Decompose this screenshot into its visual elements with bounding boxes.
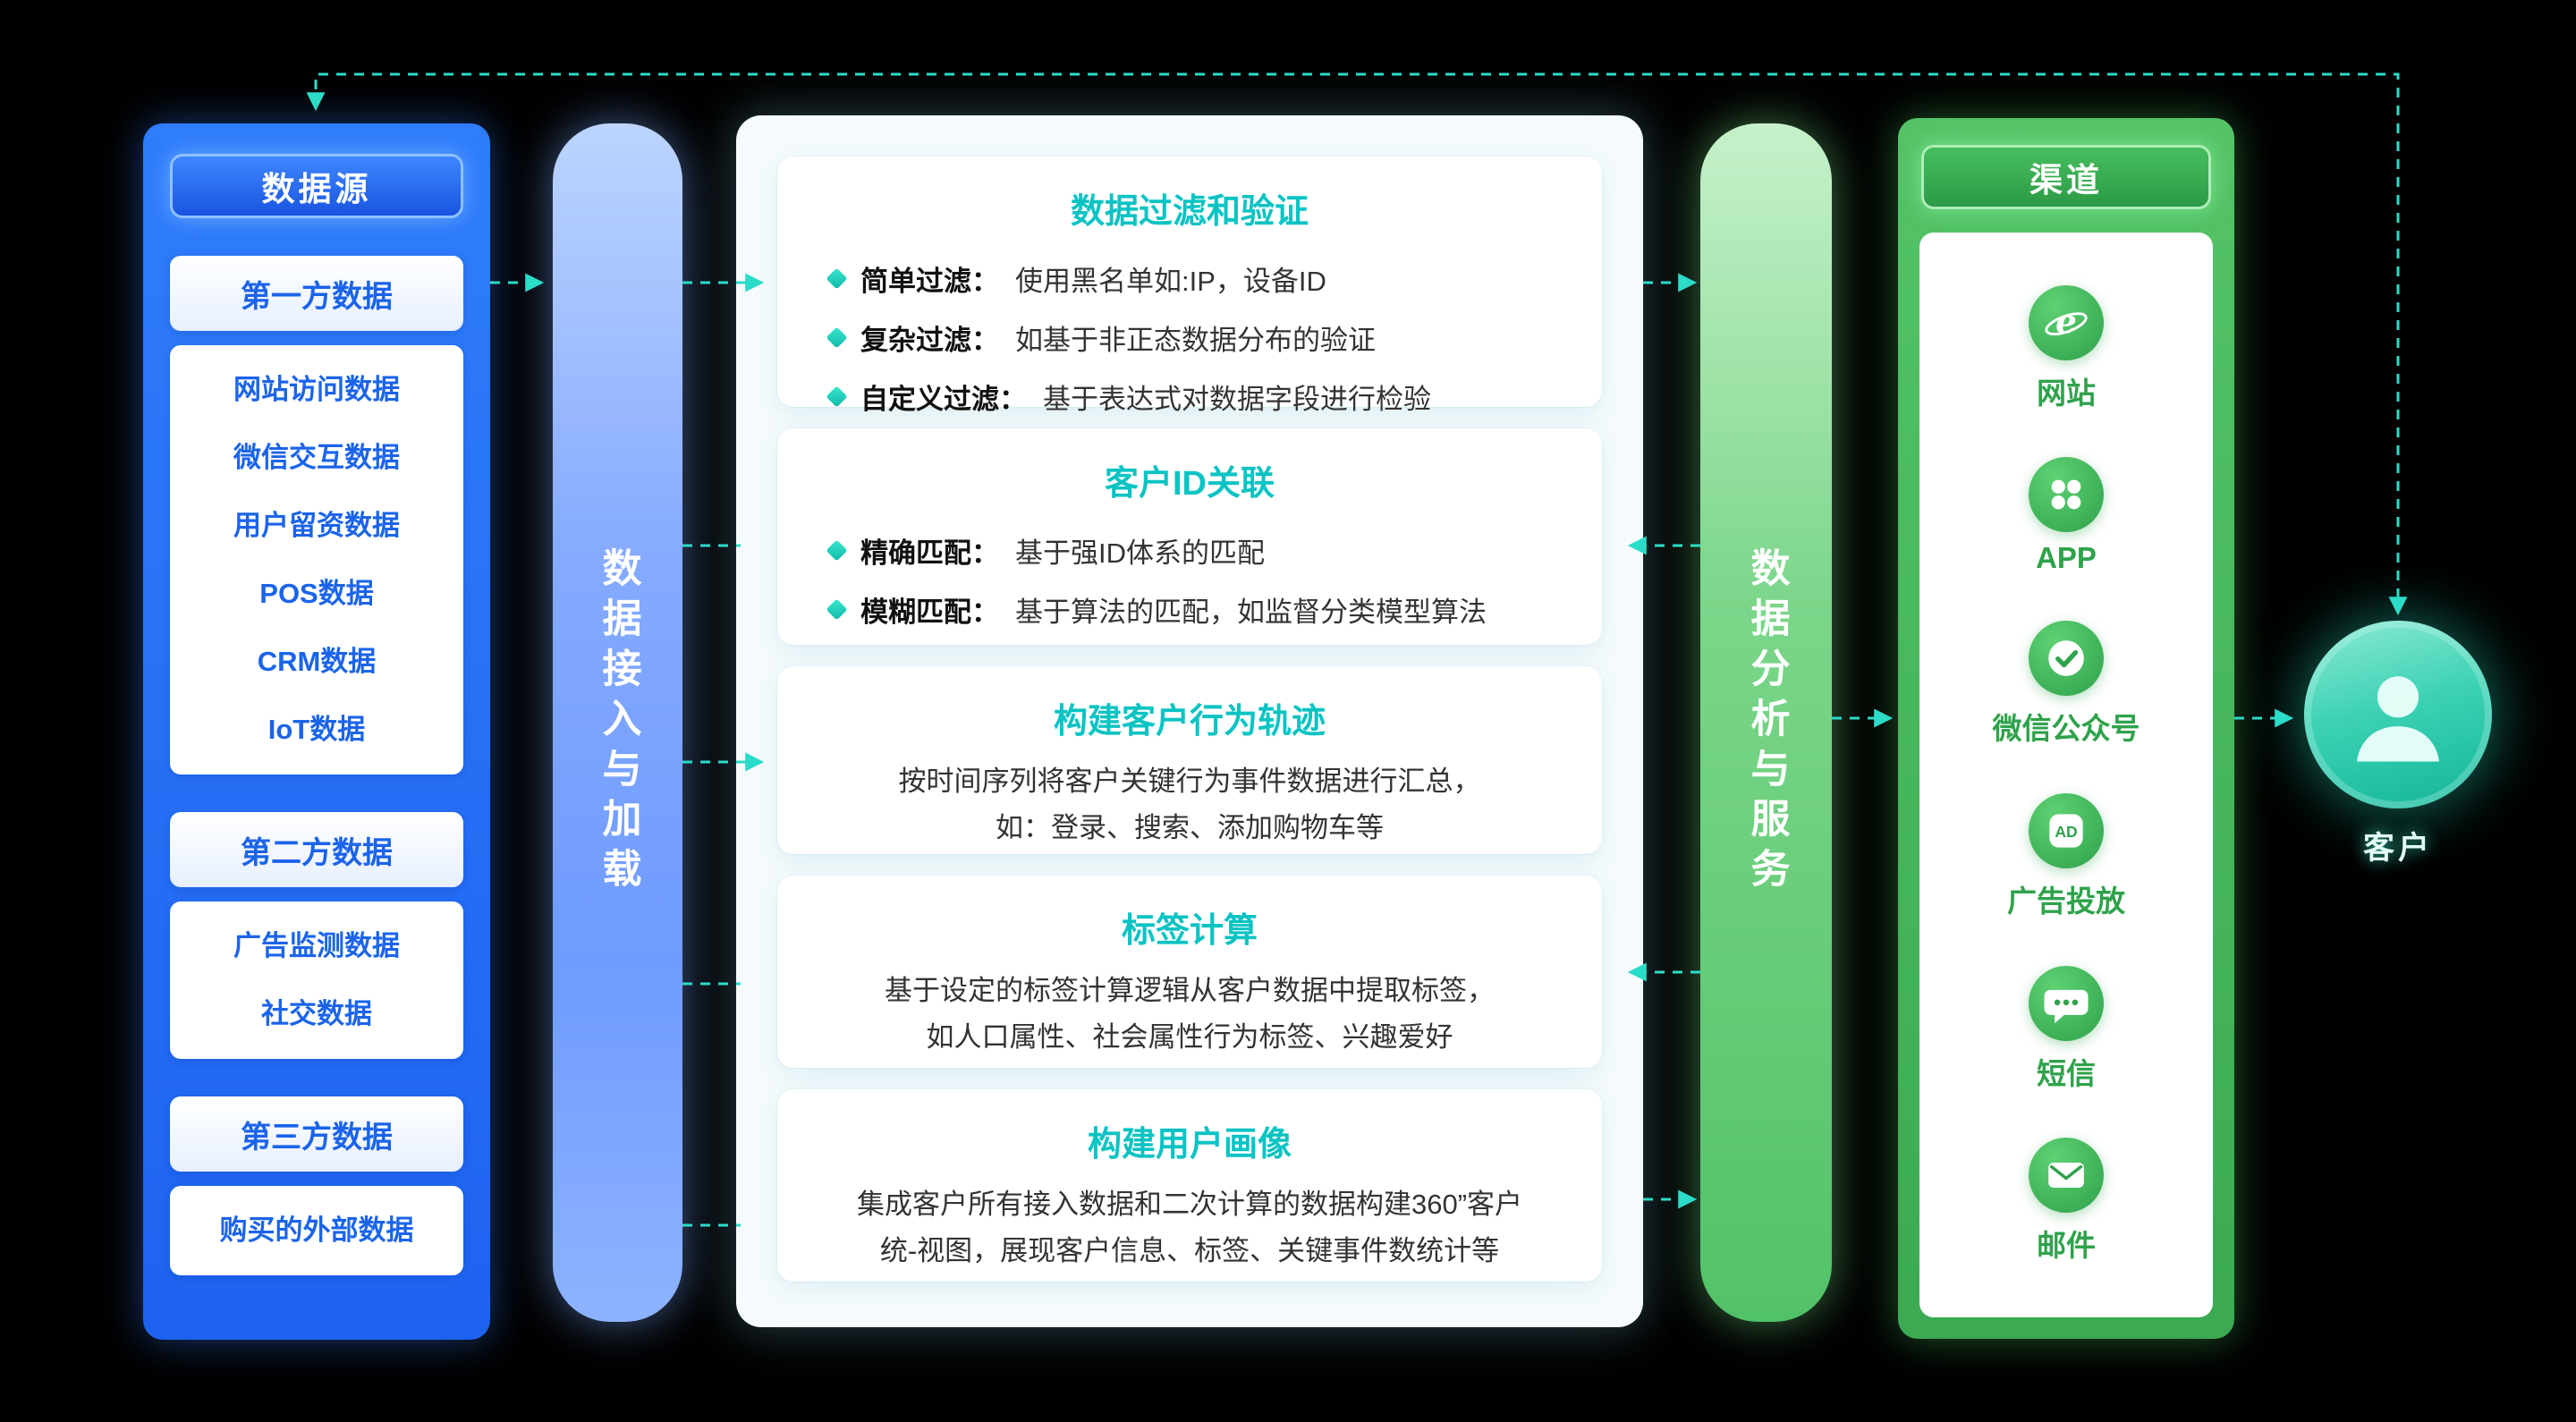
bullet-row: 简单过滤： 使用黑名单如:IP，设备ID	[813, 249, 1566, 308]
second-party-section: 第二方数据 广告监测数据 社交数据	[170, 774, 463, 1059]
data-analysis-bar-label: 数据分析与服务	[1744, 547, 1789, 898]
badge-check-icon	[2029, 621, 2104, 697]
channel-item-wechat: 微信公众号	[1993, 621, 2140, 748]
data-sources-header: 数据源	[170, 154, 463, 218]
data-source-item: 微信交互数据	[233, 442, 400, 473]
card-title: 构建用户画像	[1087, 1126, 1292, 1164]
bullet-label: 模糊匹配：	[860, 596, 999, 628]
person-icon	[2357, 676, 2439, 762]
channels-list: e 网站 APP	[1919, 233, 2213, 1317]
data-sources-panel: 数据源 第一方数据 网站访问数据 微信交互数据 用户留资数据 POS数据 CRM…	[143, 123, 490, 1340]
channels-panel: 渠道 e 网站	[1898, 118, 2234, 1339]
bullet-text: 基于强ID体系的匹配	[1015, 537, 1265, 569]
data-source-item: 社交数据	[261, 998, 372, 1029]
channel-item-app: APP	[2029, 457, 2104, 575]
diamond-bullet-icon	[826, 385, 848, 408]
bullet-row: 自定义过滤： 基于表达式对数据字段进行检验	[813, 367, 1566, 426]
card-body-line: 集成客户所有接入数据和二次计算的数据构建360”客户	[856, 1189, 1523, 1220]
card-user-profile: 构建用户画像 集成客户所有接入数据和二次计算的数据构建360”客户 统-视图，展…	[777, 1089, 1602, 1282]
bullet-text: 使用黑名单如:IP，设备ID	[1015, 265, 1326, 297]
card-body-line: 如人口属性、社会属性行为标签、兴趣爱好	[926, 1021, 1453, 1053]
bullet-label: 简单过滤：	[860, 265, 999, 297]
channel-item-sms: 短信	[2029, 965, 2104, 1093]
data-source-item: IoT数据	[267, 714, 366, 745]
diamond-bullet-icon	[826, 538, 848, 562]
channel-label: 邮件	[2037, 1229, 2096, 1263]
bullet-text: 基于算法的匹配，如监督分类模型算法	[1015, 596, 1487, 628]
section-title: 第一方数据	[170, 256, 463, 331]
section-items: 网站访问数据 微信交互数据 用户留资数据 POS数据 CRM数据 IoT数据	[170, 345, 463, 774]
data-source-item: POS数据	[259, 578, 374, 609]
card-body-line: 如：登录、搜索、添加购物车等	[996, 812, 1384, 843]
channel-label: APP	[2036, 541, 2097, 575]
card-id-mapping: 客户ID关联 精确匹配： 基于强ID体系的匹配 模糊匹配： 基于算法的匹配，如监…	[777, 428, 1602, 645]
bullet-row: 精确匹配： 基于强ID体系的匹配	[813, 521, 1566, 580]
data-source-item: 用户留资数据	[233, 510, 400, 541]
data-analysis-bar: 数据分析与服务	[1700, 123, 1832, 1322]
sms-chat-icon	[2029, 965, 2104, 1041]
card-data-filtering: 数据过滤和验证 简单过滤： 使用黑名单如:IP，设备ID 复杂过滤： 如基于非正…	[777, 157, 1602, 415]
svg-text:e: e	[2055, 301, 2077, 341]
app-grid-icon	[2029, 457, 2104, 533]
diamond-bullet-icon	[826, 597, 848, 621]
bullet-row: 复杂过滤： 如基于非正态数据分布的验证	[813, 308, 1566, 367]
channel-item-website: e 网站	[2029, 284, 2104, 412]
channel-label: 微信公众号	[1992, 712, 2140, 746]
svg-text:AD: AD	[2055, 823, 2077, 841]
diamond-bullet-icon	[826, 267, 848, 290]
section-title: 第三方数据	[170, 1096, 463, 1172]
card-behavior-track: 构建客户行为轨迹 按时间序列将客户关键行为事件数据进行汇总， 如：登录、搜索、添…	[777, 666, 1602, 854]
card-title: 标签计算	[1121, 912, 1258, 950]
ad-icon: AD	[2029, 792, 2104, 868]
channel-label: 短信	[2037, 1056, 2096, 1090]
channels-header: 渠道	[1921, 145, 2211, 209]
data-source-item: 广告监测数据	[233, 930, 400, 961]
bullet-label: 复杂过滤：	[860, 324, 999, 356]
card-body-line: 基于设定的标签计算逻辑从客户数据中提取标签，	[885, 975, 1495, 1006]
bullet-label: 精确匹配：	[860, 537, 999, 569]
mail-icon	[2029, 1138, 2104, 1214]
bullet-row: 模糊匹配： 基于算法的匹配，如监督分类模型算法	[813, 580, 1566, 639]
card-title: 客户ID关联	[1104, 465, 1275, 503]
diamond-bullet-icon	[826, 326, 848, 349]
card-title: 构建客户行为轨迹	[1053, 703, 1326, 741]
customer-node: 客户	[2264, 621, 2532, 868]
section-items: 购买的外部数据	[170, 1186, 463, 1275]
data-source-item: CRM数据	[257, 646, 377, 677]
data-source-item: 购买的外部数据	[219, 1215, 414, 1246]
bullet-text: 如基于非正态数据分布的验证	[1015, 324, 1376, 356]
card-title: 数据过滤和验证	[1070, 193, 1309, 231]
processing-panel: 数据过滤和验证 简单过滤： 使用黑名单如:IP，设备ID 复杂过滤： 如基于非正…	[736, 115, 1643, 1327]
channel-label: 网站	[2037, 376, 2096, 410]
data-source-item: 网站访问数据	[233, 374, 400, 405]
channel-item-email: 邮件	[2029, 1138, 2104, 1265]
channel-label: 广告投放	[2007, 884, 2125, 918]
channel-item-ads: AD 广告投放	[2007, 792, 2125, 920]
browser-icon: e	[2029, 284, 2104, 360]
section-title: 第二方数据	[170, 812, 463, 887]
first-party-section: 第一方数据 网站访问数据 微信交互数据 用户留资数据 POS数据 CRM数据 I…	[170, 218, 463, 774]
customer-label: 客户	[2362, 831, 2433, 866]
card-body-line: 按时间序列将客户关键行为事件数据进行汇总，	[898, 766, 1481, 797]
data-ingest-bar-label: 数据接入与加载	[596, 547, 640, 898]
third-party-section: 第三方数据 购买的外部数据	[170, 1059, 463, 1275]
card-body-line: 统-视图，展现客户信息、标签、关键事件数统计等	[879, 1235, 1500, 1266]
bullet-label: 自定义过滤：	[860, 383, 1027, 415]
section-items: 广告监测数据 社交数据	[170, 901, 463, 1059]
bullet-text: 基于表达式对数据字段进行检验	[1043, 383, 1431, 415]
customer-avatar	[2304, 621, 2492, 808]
card-tag-computing: 标签计算 基于设定的标签计算逻辑从客户数据中提取标签， 如人口属性、社会属性行为…	[777, 876, 1602, 1068]
data-ingest-bar: 数据接入与加载	[553, 123, 682, 1322]
